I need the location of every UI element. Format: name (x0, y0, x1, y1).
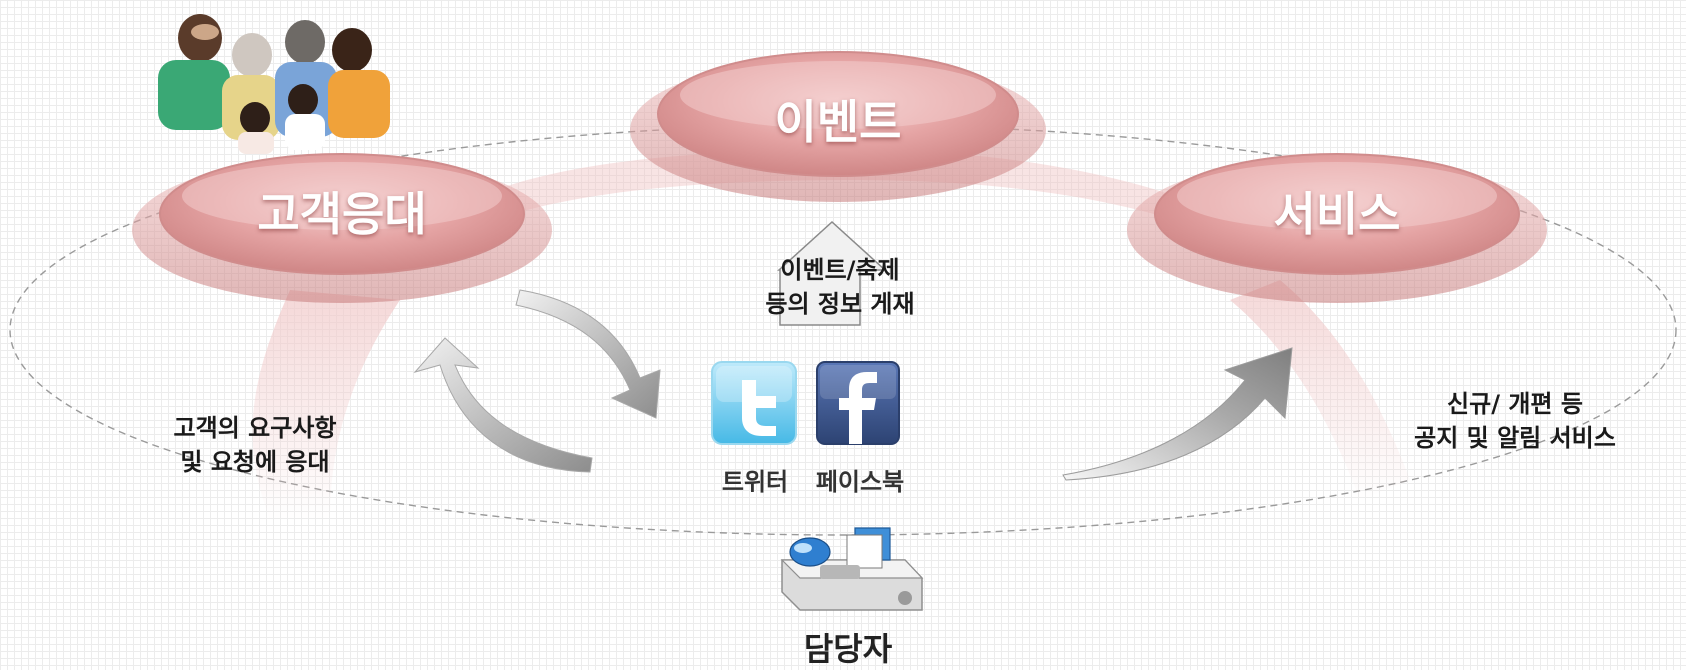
staff-label: 담당자 (803, 630, 893, 668)
light-band-top (470, 150, 1200, 225)
node-label-customer-service: 고객응대 (257, 187, 427, 241)
caption-event-line2: 등의 정보 게재 (765, 290, 915, 318)
twitter-label: 트위터 (721, 468, 789, 496)
caption-event-line1: 이벤트/축제 (780, 256, 900, 284)
caption-service-line1: 신규/ 개편 등 (1447, 390, 1583, 418)
arrow-to-service (1062, 347, 1293, 481)
facebook-label: 페이스북 (815, 468, 905, 496)
node-label-service: 서비스 (1273, 187, 1401, 241)
disc-customer-service (132, 153, 552, 303)
arrow-up-event (777, 220, 887, 326)
cycle-dashed-ellipse (9, 124, 1677, 536)
light-beam-right (1230, 280, 1410, 500)
arrow-customer-up (413, 337, 593, 473)
node-label-event: 이벤트 (774, 95, 902, 149)
twitter-icon[interactable] (711, 361, 797, 445)
arrow-to-sns (515, 289, 661, 419)
facebook-icon[interactable] (816, 361, 900, 445)
disc-event (630, 51, 1046, 202)
caption-customer-line2: 및 요청에 응대 (180, 448, 330, 476)
caption-customer-line1: 고객의 요구사항 (173, 414, 337, 442)
staff-desk-icon (780, 527, 924, 611)
caption-service-line2: 공지 및 알림 서비스 (1414, 424, 1616, 452)
family-photo (158, 14, 390, 154)
light-beam-left (252, 290, 400, 520)
disc-service (1127, 153, 1547, 303)
